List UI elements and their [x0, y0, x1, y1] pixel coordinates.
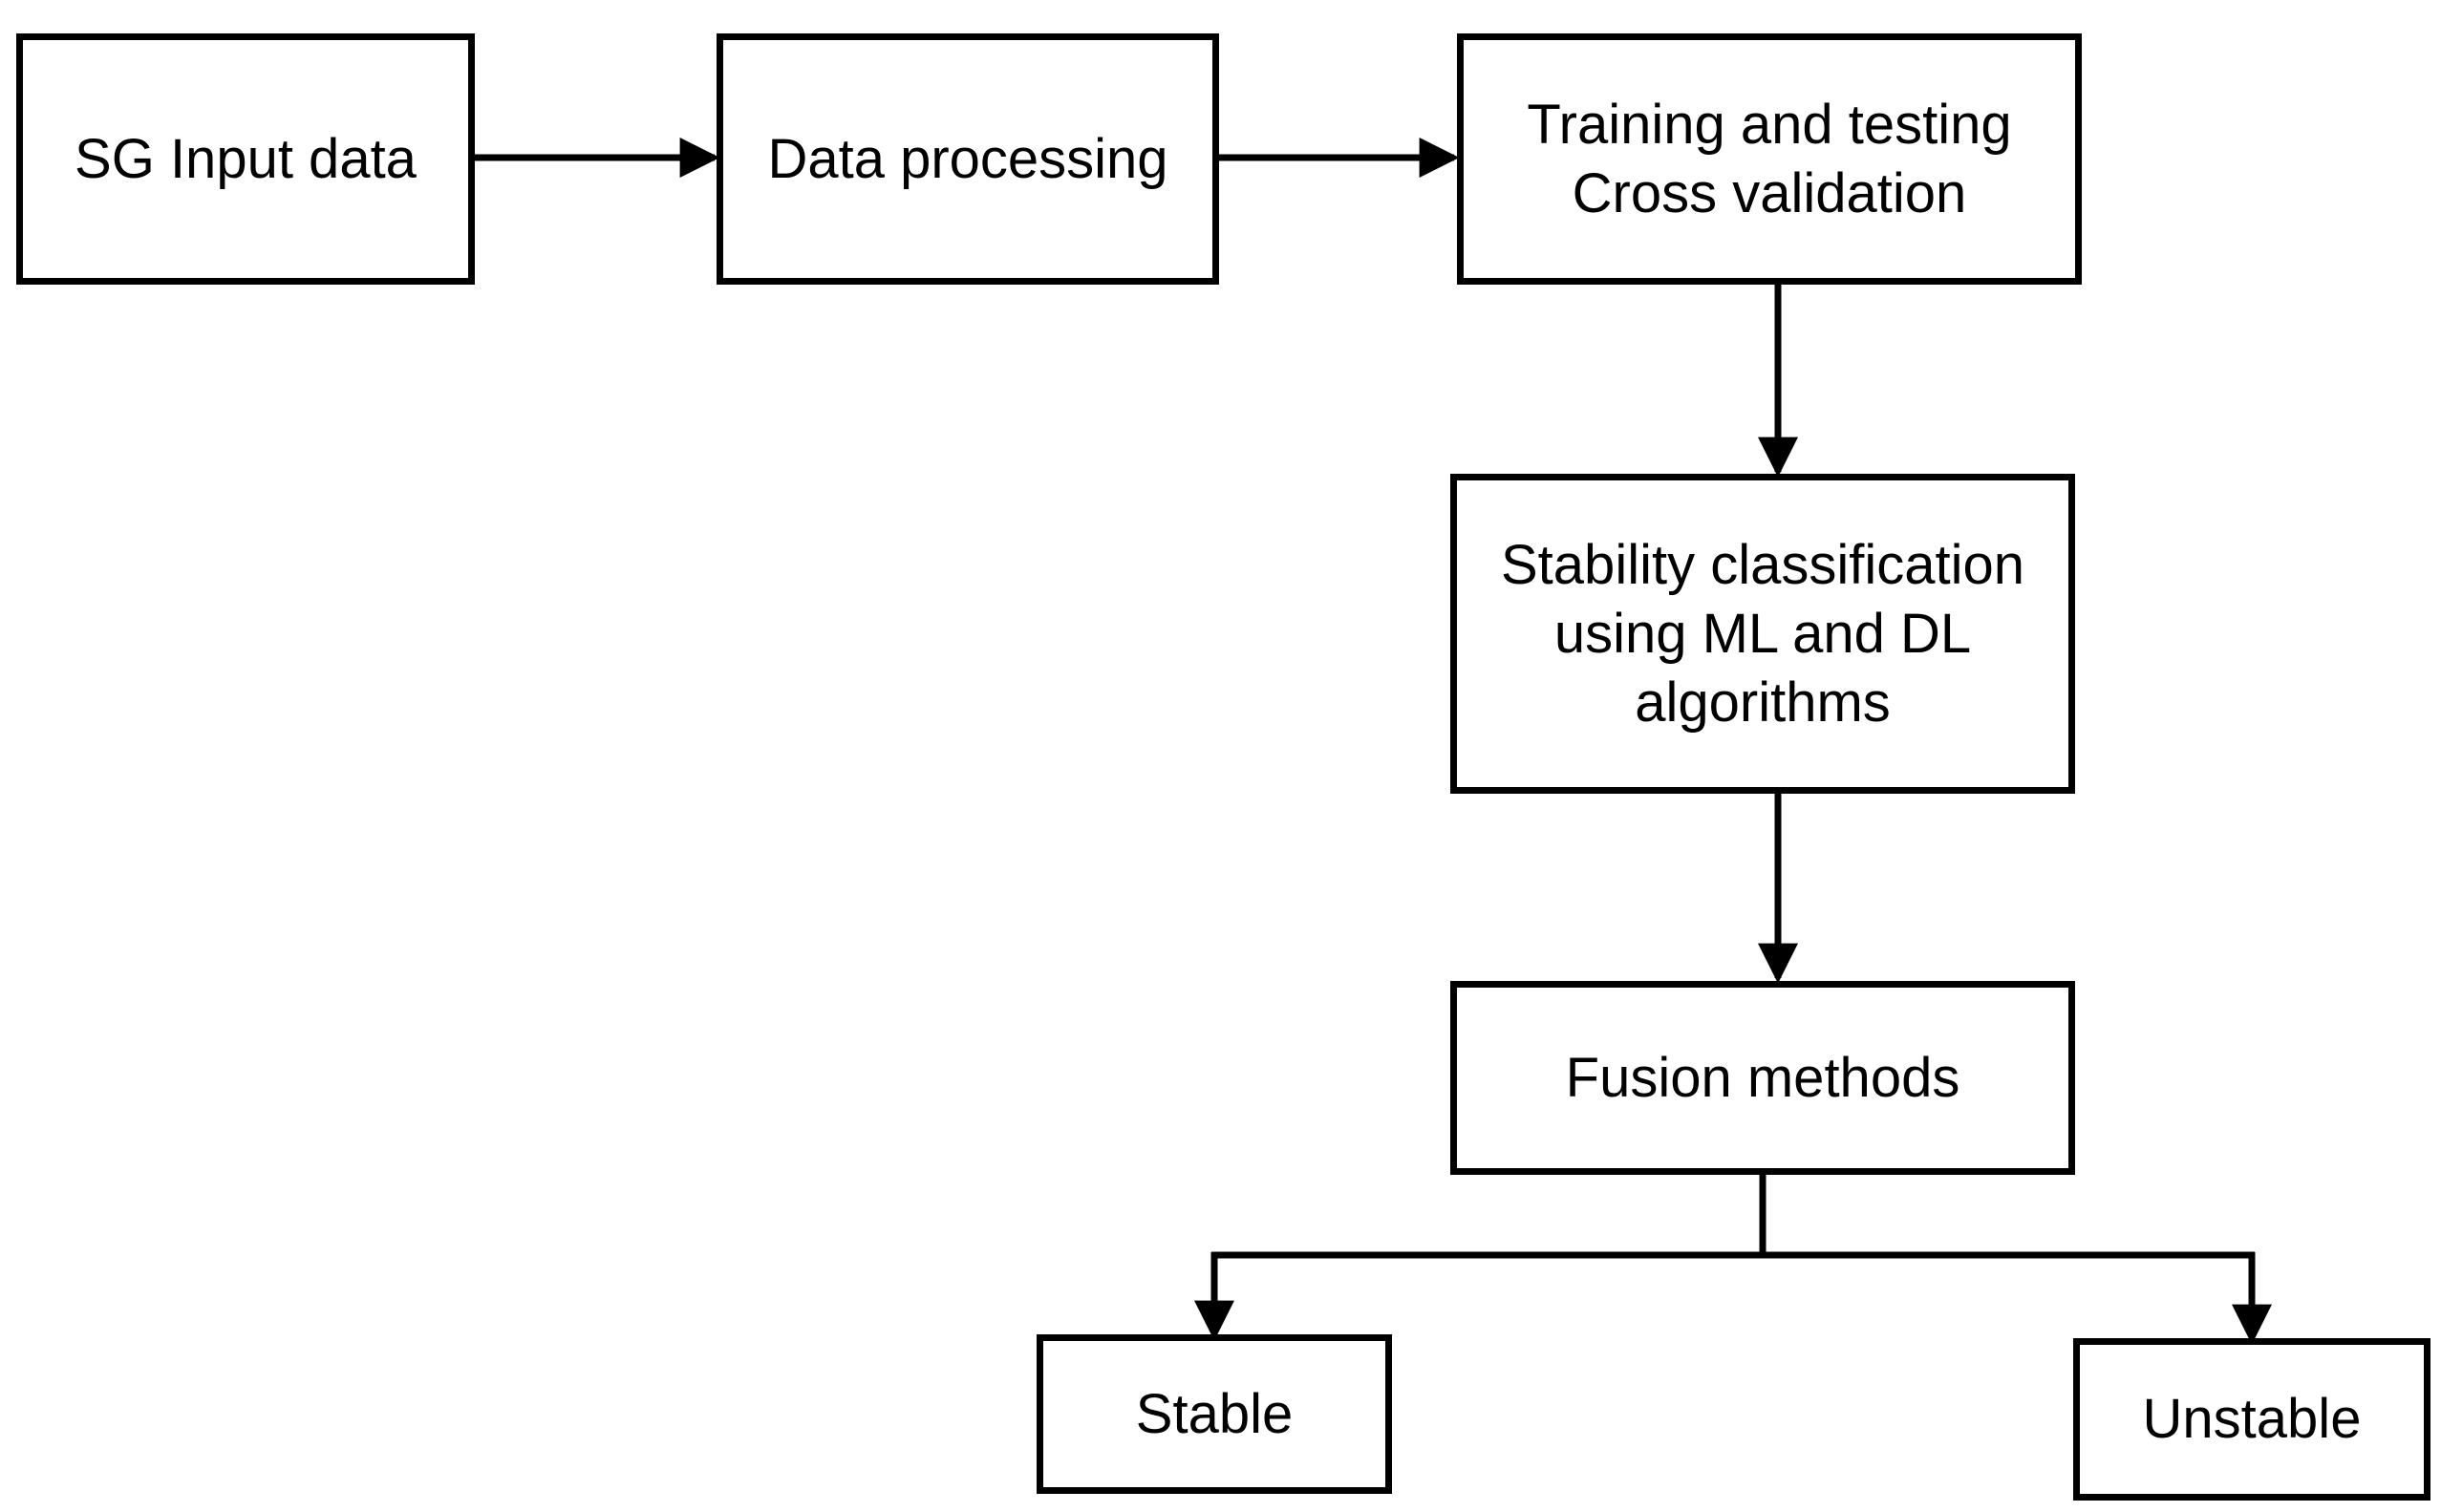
node-label-line: Stability classification: [1501, 533, 2024, 596]
node-label-line: Data processing: [767, 127, 1168, 190]
node-stable: Stable: [1037, 1334, 1392, 1494]
node-label-line: Stable: [1135, 1382, 1294, 1445]
node-label-line: Cross validation: [1572, 161, 1967, 224]
node-label-line: Fusion methods: [1565, 1046, 1960, 1109]
node-label-line: Training and testing: [1527, 93, 2012, 156]
node-label-line: Unstable: [2142, 1388, 2362, 1450]
node-label-line: using ML and DL: [1553, 602, 1972, 665]
node-label-line: algorithms: [1635, 671, 1891, 734]
node-training-testing: Training and testing Cross validation: [1457, 33, 2082, 285]
node-fusion-methods: Fusion methods: [1450, 981, 2075, 1175]
node-data-processing: Data processing: [717, 33, 1219, 285]
node-stability-classification: Stability classification using ML and DL…: [1450, 474, 2075, 794]
node-sg-input-data: SG Input data: [16, 33, 475, 285]
node-label-line: SG Input data: [75, 127, 417, 190]
node-unstable: Unstable: [2073, 1338, 2430, 1501]
